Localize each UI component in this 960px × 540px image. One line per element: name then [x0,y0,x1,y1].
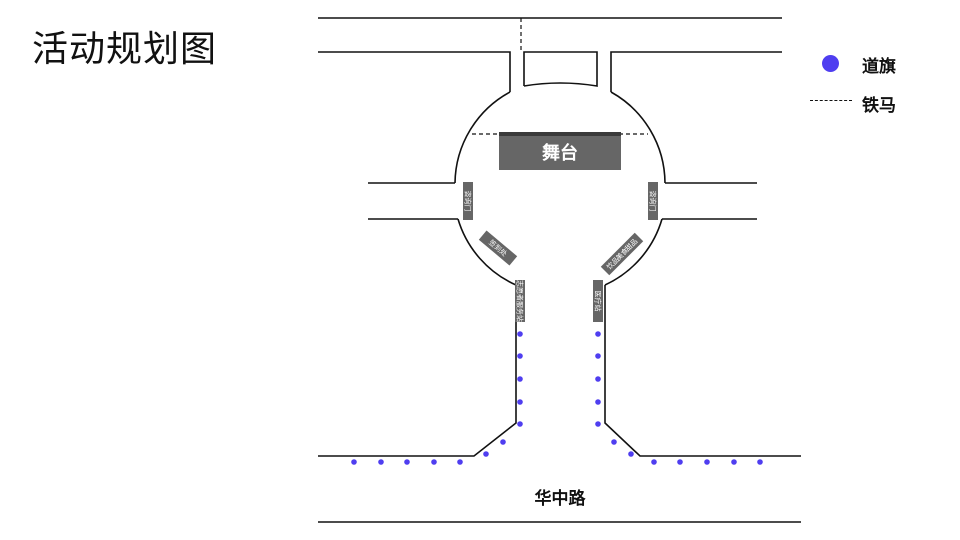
plaza-edge [457,218,517,286]
flag-marker [517,331,523,337]
flag-marker [351,459,357,465]
stage [499,132,621,170]
flag-marker [517,353,523,359]
flag-marker [431,459,437,465]
flag-marker [404,459,410,465]
flag-marker [517,376,523,382]
plaza-edge [610,91,666,184]
legend-fence-swatch [810,100,852,101]
legend-flag-label: 道旗 [862,57,896,77]
flag-marker [378,459,384,465]
flag-marker [731,459,737,465]
stage-edge [499,132,621,136]
flag-marker [595,331,601,337]
walkway-edge [318,285,517,457]
booth-label: 医疗站 [594,291,603,312]
flag-marker [500,439,506,445]
legend-flag-swatch [822,55,839,72]
flag-marker [517,399,523,405]
plaza-edge [454,91,511,184]
booth-label: 志愿者服务站 [516,280,525,322]
flag-marker [595,421,601,427]
flag-marker [595,399,601,405]
flag-marker [595,353,601,359]
booth-right-upper [648,182,658,220]
flag-marker [651,459,657,465]
flag-marker [611,439,617,445]
booth-left-lower [515,280,525,322]
road-edge [610,51,782,92]
flag-marker [517,421,523,427]
booth-label: 咨询门 [649,191,658,212]
page-title: 活动规划图 [32,29,218,70]
plaza-entrance [523,51,598,87]
legend-fence-label: 铁马 [862,96,896,116]
flag-marker [757,459,763,465]
road-edge [318,51,511,92]
flag-marker [595,376,601,382]
booth-right-angled [600,232,644,276]
road-label: 华中路 [534,489,586,509]
booth-label: 咨询门 [464,191,473,212]
flag-marker [628,451,634,457]
flag-marker [483,451,489,457]
stage-label: 舞台 [542,142,578,164]
flag-marker [704,459,710,465]
booth-right-lower [593,280,603,322]
booth-left-upper [463,182,473,220]
booth-left-angled [478,230,518,266]
flag-marker [677,459,683,465]
plaza-edge [604,218,663,286]
flag-marker [457,459,463,465]
walkway-edge [604,285,801,457]
